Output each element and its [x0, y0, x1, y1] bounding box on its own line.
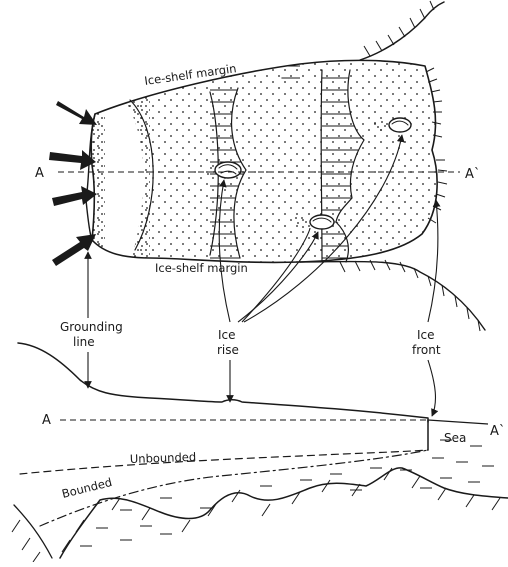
plan-view: A A` Ice-shelf margin Ice-shelf margin [35, 1, 485, 331]
coast-hatch-bottom [340, 260, 480, 331]
bounded-label: Bounded [60, 475, 113, 501]
bedrock-profile [60, 468, 508, 558]
unbounded-label: Unbounded [130, 450, 197, 466]
grounding-line-label-1: Grounding [60, 320, 123, 334]
coastline-top [360, 2, 444, 60]
cross-section: A A` Unbounded Bounded Sea [12, 343, 508, 562]
ground-hatch-left [12, 520, 40, 562]
coast-hatch-top [364, 1, 434, 56]
inflow-arrows [49, 101, 97, 266]
ice-rise-label-2: rise [217, 343, 239, 357]
ice-front-arrow-down [428, 360, 435, 416]
ice-front-label-1: Ice [417, 328, 435, 342]
unbounded-base [20, 450, 428, 474]
sea-surface [428, 420, 488, 424]
cross-label-right: A` [490, 424, 505, 439]
ground-line-left [14, 505, 52, 558]
coastline-bottom [300, 261, 485, 330]
ice-rise-label-1: Ice [218, 328, 236, 342]
sea-label: Sea [444, 431, 466, 445]
grounding-line-label-2: line [73, 335, 95, 349]
ice-front-label-2: front [412, 343, 441, 357]
ice-shelf-margin-bottom-label: Ice-shelf margin [155, 261, 248, 275]
cross-label-left: A [42, 413, 51, 428]
section-label-right: A` [465, 167, 480, 182]
annotation-labels: Grounding line Ice rise Ice front [60, 320, 441, 357]
ice-rise-2 [389, 118, 411, 132]
section-label-left: A [35, 166, 44, 181]
ice-rise-1 [215, 162, 241, 178]
ice-rise-3 [310, 215, 334, 229]
